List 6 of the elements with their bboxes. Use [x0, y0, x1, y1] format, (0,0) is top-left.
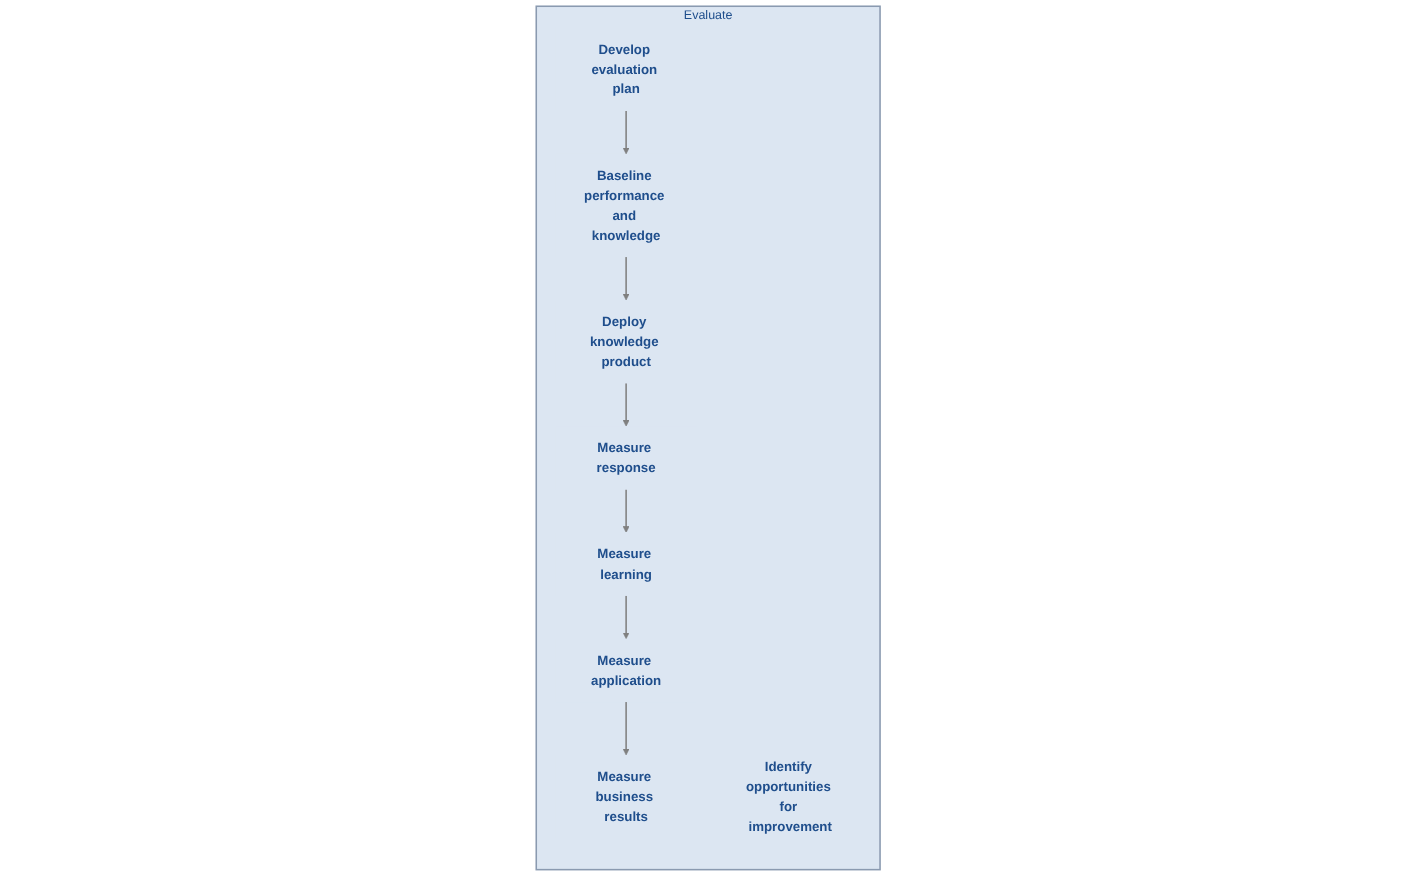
arrow [623, 488, 631, 533]
arrow [623, 701, 631, 756]
arrow [623, 110, 631, 155]
arrow [623, 256, 631, 301]
arrow [623, 595, 631, 640]
arrow [623, 382, 631, 427]
